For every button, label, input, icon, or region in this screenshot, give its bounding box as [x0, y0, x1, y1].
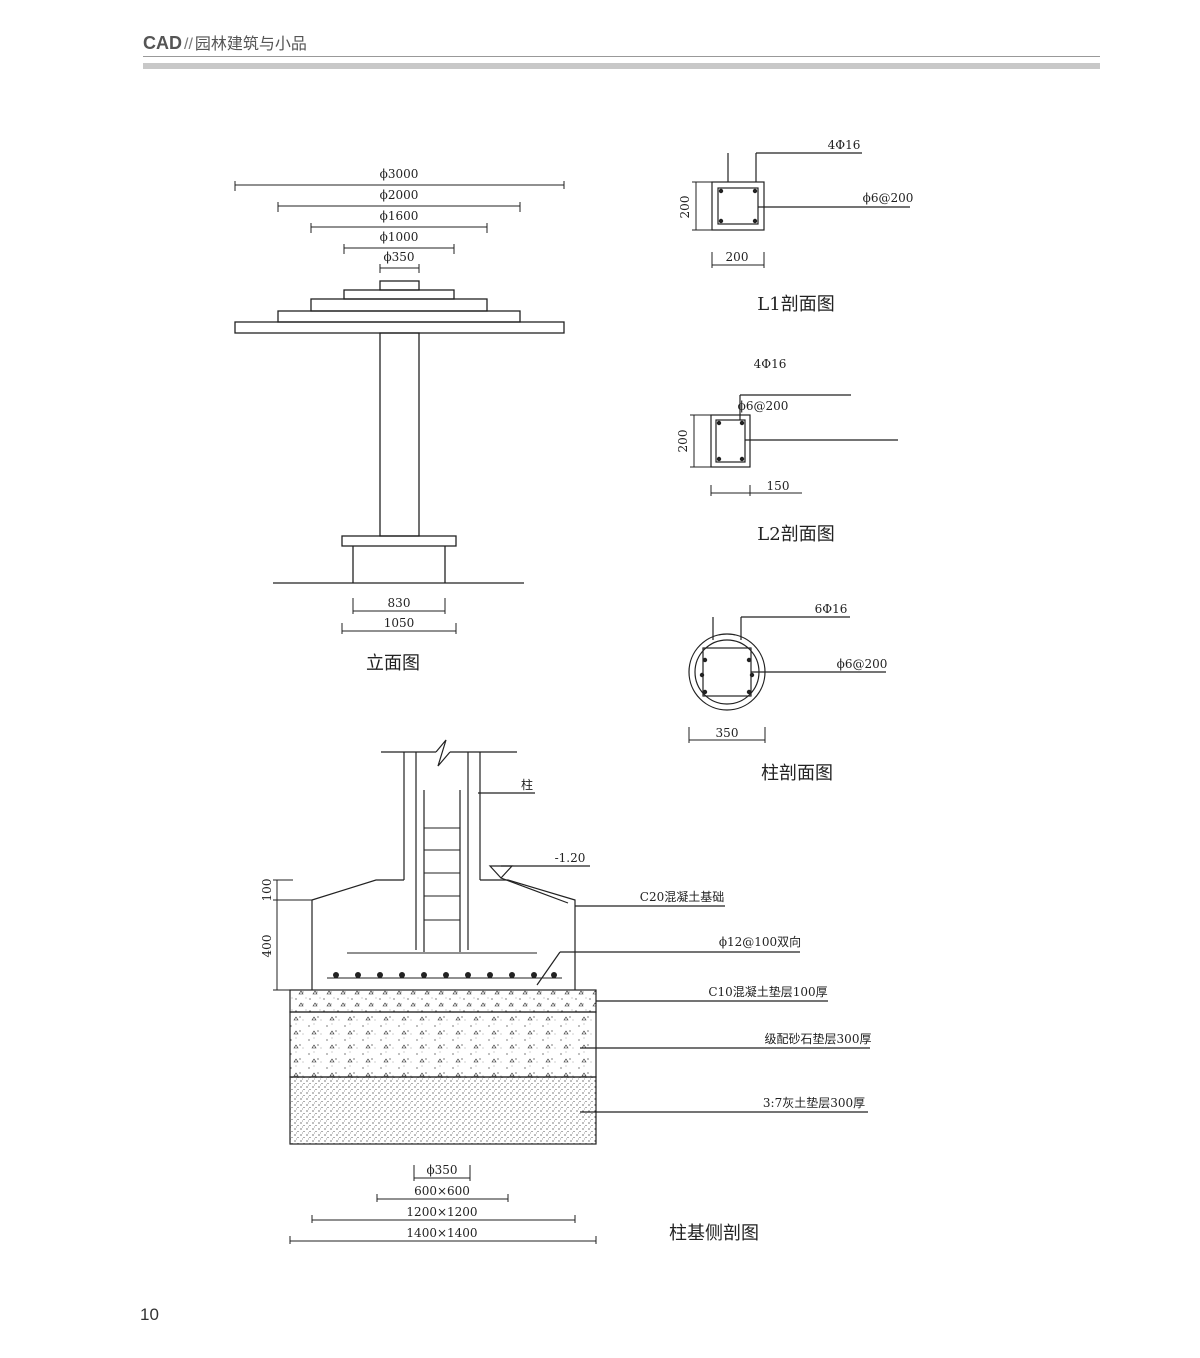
- column-diameter-dim: 350: [716, 726, 739, 740]
- dim-phi3000: ϕ3000: [380, 167, 419, 181]
- l1-section: [692, 152, 910, 268]
- foundation-dim-600: 600×600: [414, 1184, 470, 1198]
- dim-phi1600: ϕ1600: [380, 209, 419, 223]
- header-brand: CAD: [143, 33, 182, 53]
- foundation-rebar-label: ϕ12@100双向: [719, 934, 801, 949]
- elevation-top-dimensions: [234, 181, 565, 273]
- header-subtitle: 园林建筑与小品: [194, 36, 307, 53]
- elevation-bottom-dimensions: [341, 598, 457, 634]
- dim-phi350: ϕ350: [383, 250, 414, 264]
- l1-texts: 4Φ16 ϕ6@200 200 200 L1剖面图: [678, 138, 913, 315]
- foundation-lime-label: 3:7灰土垫层300厚: [763, 1095, 865, 1110]
- canopy-tier-top: [379, 280, 420, 291]
- dim-830: 830: [388, 596, 411, 610]
- canopy-tier-base: [234, 321, 565, 334]
- foundation-dim-1400: 1400×1400: [406, 1226, 477, 1240]
- header-separator: //: [184, 36, 193, 53]
- foundation-dim-phi350: ϕ350: [426, 1163, 457, 1177]
- l1-rebars: [718, 188, 758, 224]
- canopy-tier-3: [310, 298, 488, 312]
- page-header: CAD//园林建筑与小品: [143, 30, 307, 54]
- foundation-texts: 柱 -1.20 C20混凝土基础 ϕ12@100双向 C10混凝土垫层100厚 …: [260, 777, 871, 1244]
- column-rebar-label: 6Φ16: [815, 602, 848, 616]
- column-texts: 6Φ16 ϕ6@200 350 柱剖面图: [716, 602, 888, 784]
- l2-rebar-label: 4Φ16: [754, 357, 787, 371]
- l1-height-dim: 200: [678, 196, 692, 219]
- dim-1050: 1050: [384, 616, 415, 630]
- elevation-view: [234, 181, 565, 634]
- column-stirrup-label: ϕ6@200: [837, 657, 888, 671]
- elevation-column: [379, 332, 420, 537]
- l2-section: [690, 394, 898, 496]
- dim-phi1000: ϕ1000: [380, 230, 419, 244]
- page-number: 10: [140, 1305, 159, 1324]
- column-rebars: [699, 657, 755, 695]
- foundation-title: 柱基侧剖图: [669, 1223, 759, 1244]
- foundation-dim-100: 100: [260, 879, 274, 902]
- foundation-rebar-dots: [333, 972, 557, 978]
- l1-rebar-label: 4Φ16: [828, 138, 861, 152]
- foundation-c10-label: C10混凝土垫层100厚: [708, 984, 827, 999]
- l2-rebars: [716, 420, 745, 462]
- l2-height-dim: 200: [676, 430, 690, 453]
- foundation-c20-label: C20混凝土基础: [640, 889, 724, 904]
- l1-title: L1剖面图: [757, 294, 834, 315]
- canopy-tier-4: [277, 310, 521, 323]
- elevation-texts: ϕ3000 ϕ2000 ϕ1600 ϕ1000 ϕ350 830 1050 立面…: [366, 167, 420, 674]
- l1-stirrup-label: ϕ6@200: [863, 191, 914, 205]
- foundation-section: [273, 739, 870, 1244]
- elevation-title: 立面图: [366, 653, 420, 674]
- header-rule-thin: [143, 56, 1100, 57]
- l2-width-dim: 150: [767, 479, 790, 493]
- foundation-gravel-label: 级配砂石垫层300厚: [765, 1031, 872, 1046]
- gravel-layer: [289, 1011, 597, 1078]
- l2-title: L2剖面图: [757, 524, 834, 545]
- foundation-dim-1200: 1200×1200: [406, 1205, 477, 1219]
- column-section: [688, 616, 886, 743]
- l2-texts: 4Φ16 ϕ6@200 200 150 L2剖面图: [676, 357, 835, 545]
- foundation-column-label: 柱: [521, 777, 533, 792]
- foundation-dim-400: 400: [260, 935, 274, 958]
- l2-stirrup-label: ϕ6@200: [738, 399, 789, 413]
- lime-soil-layer: [289, 1076, 597, 1145]
- canopy-tier-2: [343, 289, 455, 300]
- foundation-level-label: -1.20: [555, 851, 586, 865]
- column-title: 柱剖面图: [761, 763, 833, 784]
- dim-phi2000: ϕ2000: [380, 188, 419, 202]
- header-rule-thick: [143, 63, 1100, 69]
- base-plinth: [341, 535, 457, 547]
- c10-layer: [289, 989, 597, 1013]
- l1-width-dim: 200: [726, 250, 749, 264]
